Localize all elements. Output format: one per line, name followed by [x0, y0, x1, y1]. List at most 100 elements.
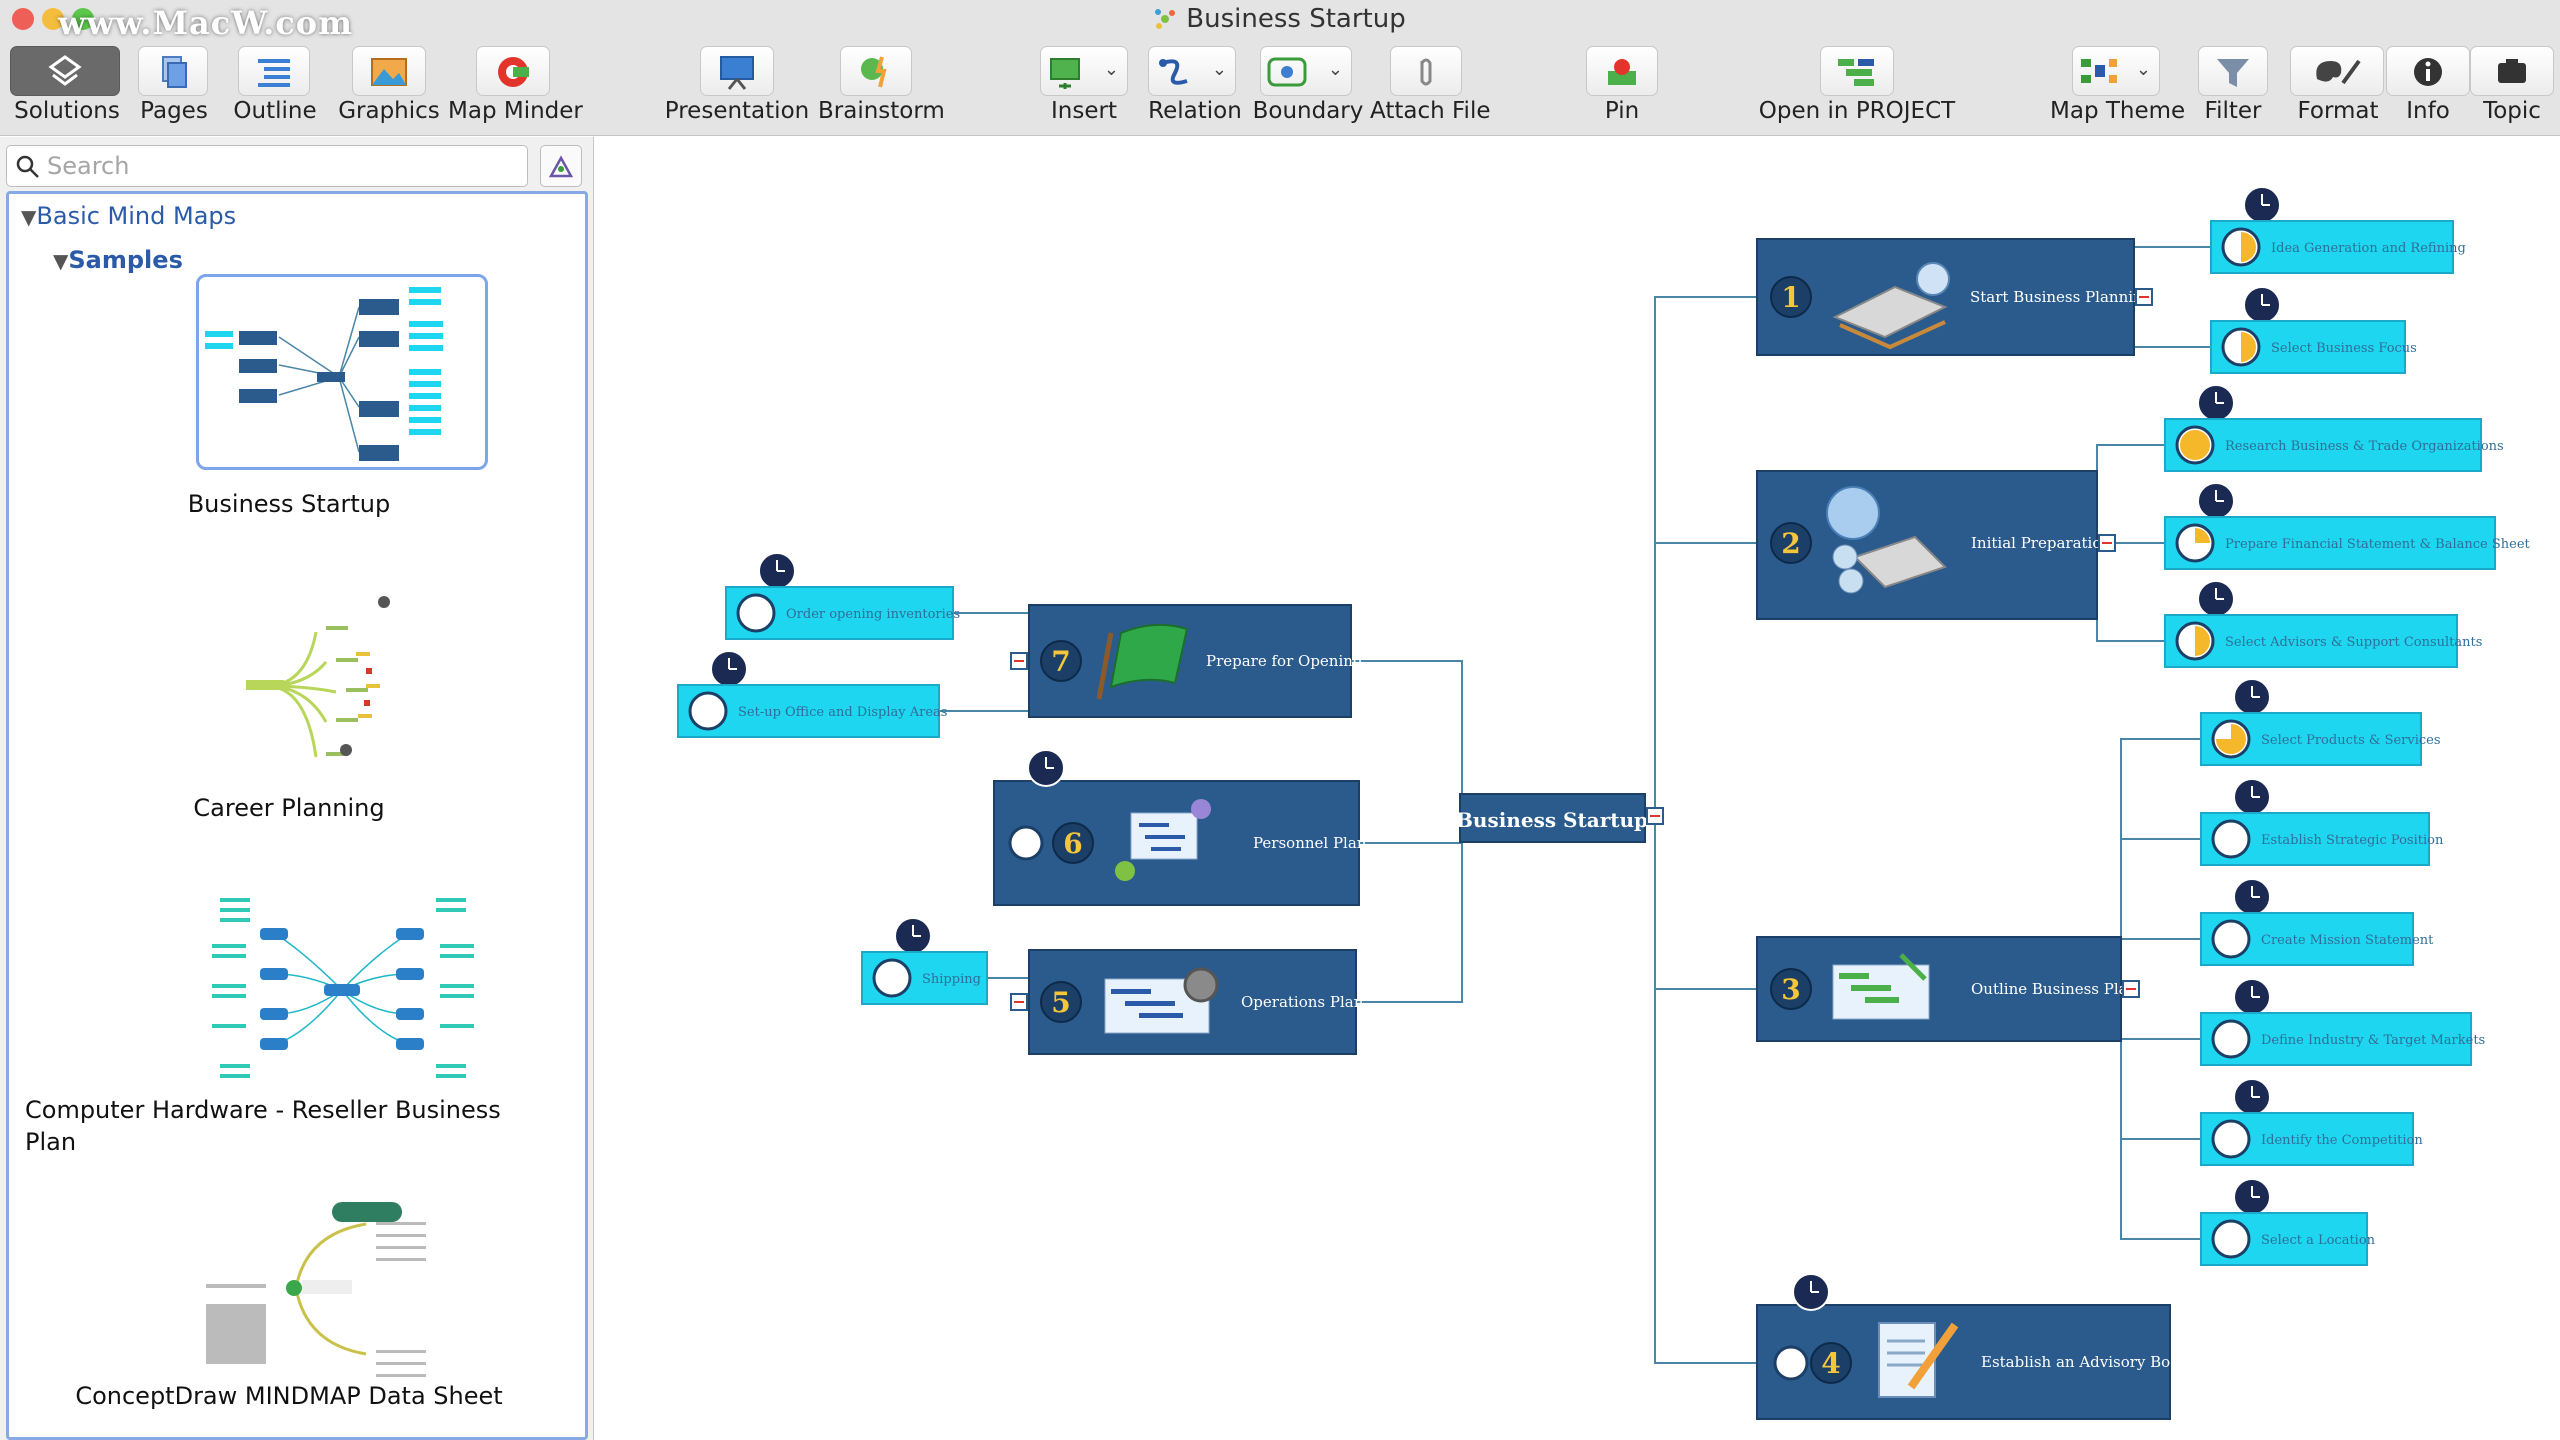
- pages-button[interactable]: Pages: [128, 42, 220, 132]
- subtopic[interactable]: Select a Location: [2200, 1178, 2376, 1266]
- topic-6[interactable]: 6 Personnel Plan: [993, 780, 1367, 906]
- solutions-button[interactable]: Solutions: [6, 42, 128, 132]
- topic-7[interactable]: 7 Prepare for Opening: [1028, 604, 1363, 718]
- window-title-text: Business Startup: [1186, 4, 1406, 34]
- disclosure-triangle-icon[interactable]: ▼: [21, 205, 37, 229]
- progress-fill: [2195, 626, 2210, 656]
- root-topic[interactable]: Business Startup: [1456, 793, 1648, 843]
- collapse-toggle[interactable]: [2122, 980, 2140, 998]
- collapse-toggle[interactable]: [1646, 807, 1664, 825]
- close-window-button[interactable]: [12, 8, 34, 30]
- topic-number: 6: [1063, 827, 1082, 860]
- collapse-toggle[interactable]: [1010, 993, 1028, 1011]
- topic-button[interactable]: Topic: [2470, 42, 2554, 132]
- subtopic[interactable]: Order opening inventories: [725, 552, 960, 640]
- relation-button[interactable]: ⌄ Relation: [1144, 42, 1246, 132]
- disclosure-triangle-icon[interactable]: ▼: [53, 249, 69, 273]
- reminder-clock-icon[interactable]: [1792, 1273, 1830, 1311]
- minimize-window-button[interactable]: [42, 8, 64, 30]
- subtopic-label: Research Business & Trade Organizations: [2225, 439, 2504, 454]
- insert-button[interactable]: ⌄ Insert: [1032, 42, 1136, 132]
- topic-1[interactable]: 1 Start Business Planning: [1756, 238, 2153, 356]
- map-theme-button[interactable]: ⌄ Map Theme: [2050, 42, 2185, 132]
- boundary-button[interactable]: ⌄ Boundary: [1252, 42, 1364, 132]
- clock-hands: [2251, 786, 2260, 798]
- subtopic-box: [2164, 418, 2482, 472]
- brainstorm-button[interactable]: Brainstorm: [818, 42, 945, 132]
- topic-2[interactable]: 2 Initial Preparation: [1756, 470, 2111, 620]
- presentation-icon: [720, 56, 754, 90]
- clock-hands: [2261, 294, 2270, 306]
- collapse-toggle[interactable]: [2135, 288, 2153, 306]
- subtopic[interactable]: Select Advisors & Support Consultants: [2164, 580, 2482, 668]
- clock-hands: [728, 658, 737, 670]
- subtopic[interactable]: Define Industry & Target Markets: [2200, 978, 2485, 1066]
- reminder-clock-icon[interactable]: [1027, 749, 1065, 787]
- subtopic[interactable]: Research Business & Trade Organizations: [2164, 384, 2504, 472]
- clock-hands: [2251, 986, 2260, 998]
- topic-label: Prepare for Opening: [1206, 652, 1363, 670]
- progress-pie: [2211, 919, 2251, 959]
- palette-icon: [2316, 59, 2361, 85]
- sidebar: ▼Basic Mind Maps ▼Samples Business Start…: [0, 137, 594, 1440]
- template-thumb-career-planning[interactable]: [196, 592, 488, 788]
- tree-samples[interactable]: ▼Samples: [53, 246, 183, 274]
- clock-hands: [2251, 1086, 2260, 1098]
- topic-5[interactable]: 5 Operations Plan: [1028, 949, 1364, 1055]
- subtopic[interactable]: Idea Generation and Refining: [2210, 186, 2466, 274]
- progress-pie: [2211, 1219, 2251, 1259]
- pages-icon: [162, 56, 187, 88]
- open-in-project-button[interactable]: Open in PROJECT: [1754, 42, 1960, 132]
- subtopic-label: Idea Generation and Refining: [2271, 241, 2466, 256]
- relation-icon: [1159, 59, 1188, 85]
- info-button[interactable]: Info: [2386, 42, 2470, 132]
- calculator-clock-icon: [1826, 486, 1947, 594]
- topic-3[interactable]: 3 Outline Business Plan: [1756, 936, 2138, 1042]
- graphics-icon: [371, 58, 407, 86]
- library-button[interactable]: [540, 145, 582, 187]
- subtopic-label: Create Mission Statement: [2261, 933, 2434, 948]
- subtopic[interactable]: Select Business Focus: [2210, 286, 2417, 374]
- search-input[interactable]: [47, 150, 517, 182]
- topic-number: 3: [1781, 973, 1800, 1006]
- document-pen-icon: [1878, 1322, 1959, 1398]
- outline-button[interactable]: Outline: [228, 42, 322, 132]
- subtopic[interactable]: Select Products & Services: [2200, 678, 2441, 766]
- collapse-toggle[interactable]: [2098, 534, 2116, 552]
- clock-hands: [2215, 392, 2224, 404]
- attach-file-button[interactable]: Attach File: [1370, 42, 1490, 132]
- subtopic[interactable]: Establish Strategic Position: [2200, 778, 2444, 866]
- computer-hardware-preview: [212, 898, 474, 1078]
- subtopic[interactable]: Create Mission Statement: [2200, 878, 2434, 966]
- topic-label: Initial Preparation: [1971, 534, 2111, 552]
- samples-panel: ▼Basic Mind Maps ▼Samples Business Start…: [6, 191, 588, 1440]
- topic-label: Operations Plan: [1241, 993, 1364, 1011]
- topic-4[interactable]: 4 Establish an Advisory Board: [1756, 1304, 2196, 1420]
- collapse-toggle[interactable]: [1010, 652, 1028, 670]
- subtopic[interactable]: Set-up Office and Display Areas: [677, 650, 947, 738]
- brainstorm-icon: [861, 56, 887, 88]
- map-minder-button[interactable]: Map Minder: [448, 42, 583, 132]
- progress-fill: [2241, 232, 2256, 262]
- business-startup-preview: [205, 287, 443, 461]
- template-thumb-business-startup[interactable]: [196, 274, 488, 470]
- zoom-window-button[interactable]: [72, 8, 94, 30]
- subtopic[interactable]: Prepare Financial Statement & Balance Sh…: [2164, 482, 2531, 570]
- subtopic[interactable]: Shipping: [861, 917, 988, 1005]
- pin-button[interactable]: Pin: [1584, 42, 1660, 132]
- template-thumb-data-sheet[interactable]: [196, 1194, 488, 1390]
- tree-basic-mind-maps[interactable]: ▼Basic Mind Maps: [21, 202, 237, 230]
- gantt-icon: [1832, 953, 1930, 1020]
- progress-pie: [2211, 819, 2251, 859]
- mindmap-canvas[interactable]: Business Startup 1 Start Business Planni…: [595, 137, 2560, 1440]
- presentation-button[interactable]: Presentation: [664, 42, 810, 132]
- template-label: Business Startup: [187, 490, 391, 518]
- template-label: ConceptDraw MINDMAP Data Sheet: [75, 1382, 503, 1410]
- subtopic[interactable]: Identify the Competition: [2200, 1078, 2423, 1166]
- format-button[interactable]: Format: [2290, 42, 2386, 132]
- calculator-icon: [1832, 262, 1950, 350]
- graphics-button[interactable]: Graphics: [336, 42, 442, 132]
- window-title: Business Startup: [0, 4, 2560, 34]
- template-thumb-computer-hardware[interactable]: [196, 894, 488, 1090]
- filter-button[interactable]: Filter: [2196, 42, 2270, 132]
